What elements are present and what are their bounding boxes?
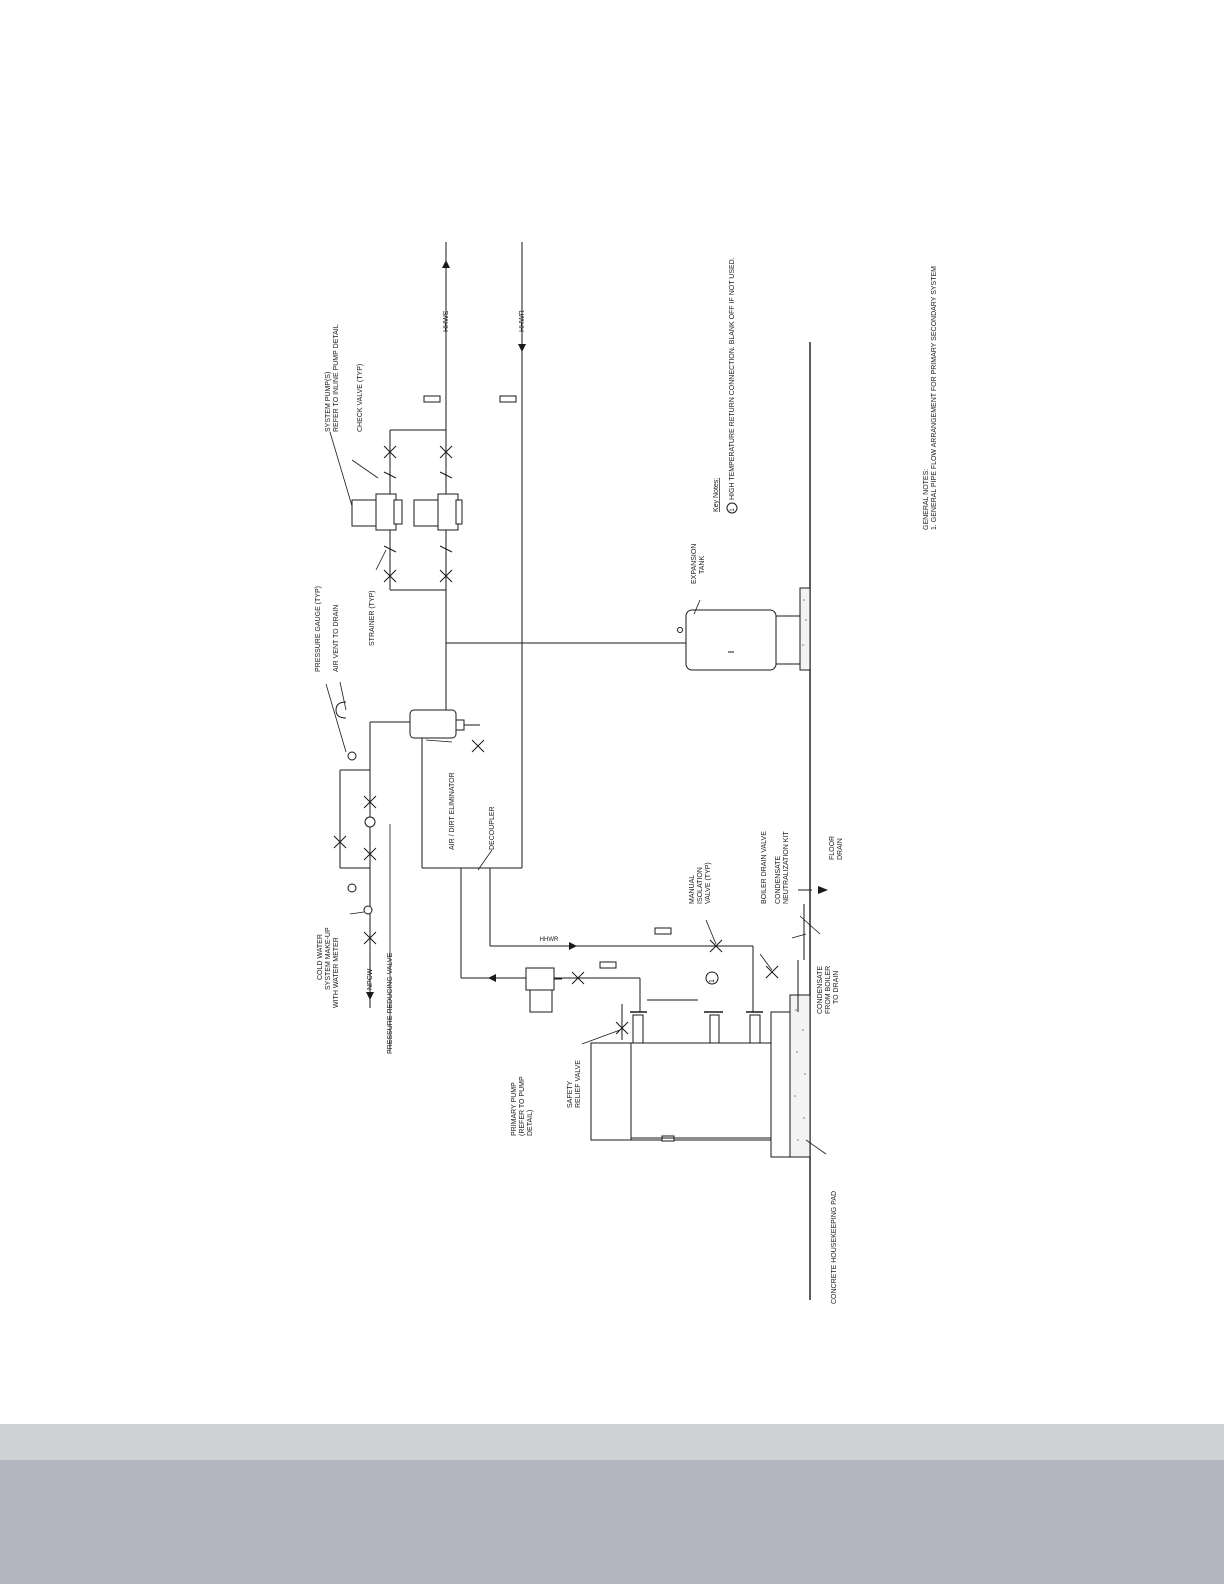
system-pump-1 <box>351 493 403 531</box>
leader-lines <box>325 431 827 1155</box>
primary-pump <box>525 967 585 1013</box>
concrete-housekeeping-pad <box>789 994 811 1158</box>
hhwr-top-label: HHWR <box>519 310 526 332</box>
floor-drain-label-1: FLOOR <box>829 836 836 860</box>
manual-iso-label-1: MANUAL <box>689 875 696 904</box>
cond-boiler-label-2: FROM BOILER <box>825 966 832 1014</box>
cond-kit-label-1: CONDENSATE <box>775 856 782 904</box>
prv-label: PRESSURE REDUCING VALVE <box>387 952 394 1054</box>
general-notes: GENERAL NOTES: 1. GENERAL PIPE FLOW ARRA… <box>923 266 938 530</box>
expansion-tank-pad <box>799 587 811 671</box>
manual-isolation-valve <box>709 939 723 953</box>
safety-relief-label-2: RELIEF VALVE <box>575 1060 582 1108</box>
key-ref-marker <box>705 971 719 985</box>
floor-drain-arrow <box>818 886 828 894</box>
air-vent-icon <box>335 701 347 719</box>
pressure-gauge-icon-2 <box>347 883 357 893</box>
general-notes-title: GENERAL NOTES: <box>923 469 930 530</box>
check-valve-label: CHECK VALVE (TYP) <box>357 364 364 432</box>
safety-relief-valve <box>615 1021 629 1035</box>
boiler-nozzles <box>630 1011 763 1044</box>
hhws-arrow <box>442 260 450 268</box>
cond-kit-label-2: NEUTRALIZATION KIT <box>783 831 790 904</box>
hhws-label: HHWS <box>443 310 450 332</box>
cold-water-label-2: SYSTEM MAKE-UP <box>325 927 332 990</box>
manual-iso-label-3: VALVE (TYP) <box>705 862 712 904</box>
floor-drain-label-2: DRAIN <box>837 838 844 860</box>
decoupler-label: DECOUPLER <box>489 806 496 850</box>
system-pump-valves <box>383 445 453 583</box>
air-vent-label: AIR VENT TO DRAIN <box>333 605 340 672</box>
concrete-pad-label: CONCRETE HOUSEKEEPING PAD <box>831 1191 838 1304</box>
primary-supply-arrow <box>488 974 496 982</box>
expansion-tank <box>677 609 801 671</box>
expansion-tank-label-2: TANK <box>699 556 706 574</box>
cond-boiler-label-1: CONDENSATE <box>817 966 824 1014</box>
boiler-drain-valve <box>765 965 779 979</box>
primary-pump-label-3: DETAIL) <box>527 1110 534 1136</box>
system-pumps-label-1: SYSTEM PUMP(S) <box>325 372 332 432</box>
system-pumps-label-2: REFER TO INLINE PUMP DETAIL <box>333 324 340 432</box>
thermometer-icon-2 <box>499 395 517 403</box>
air-dirt-label: AIR / DIRT ELIMINATOR <box>449 772 456 850</box>
primary-pump-label-2: (REFER TO PUMP <box>519 1076 526 1136</box>
strainer-label: STRAINER (TYP) <box>369 590 376 646</box>
thermometer-icon-3 <box>654 927 672 935</box>
npcw-label: NPCW <box>367 968 374 990</box>
footer-band-light <box>0 1424 1224 1460</box>
thermometer-icon <box>423 395 441 403</box>
hhwr-bottom-label: HHWR <box>540 937 559 943</box>
system-pump-2 <box>413 493 463 531</box>
pressure-gauge-label: PRESSURE GAUGE (TYP) <box>315 586 322 672</box>
makeup-valves <box>333 795 377 945</box>
water-meter-icon <box>363 905 373 915</box>
footer-band-dark <box>0 1460 1224 1584</box>
hhwr-lower-arrow <box>569 942 577 950</box>
npcw-arrow <box>366 992 374 1000</box>
manual-iso-label-2: ISOLATION <box>697 867 704 904</box>
key-note-marker <box>726 502 738 514</box>
cold-water-label-1: COLD WATER <box>317 934 324 980</box>
key-notes-title: Key Notes: <box>713 478 720 512</box>
thermometer-icon-4 <box>599 961 617 969</box>
boiler-drain-label: BOILER DRAIN VALVE <box>761 831 768 904</box>
cold-water-label-3: WITH WATER METER <box>333 937 340 1008</box>
key-note-1: HIGH TEMPERATURE RETURN CONNECTION. BLAN… <box>729 257 736 500</box>
cond-boiler-label-3: TO DRAIN <box>833 971 840 1004</box>
boiler <box>590 1011 791 1158</box>
pressure-gauge-icon <box>347 751 357 761</box>
expansion-tank-label-1: EXPANSION <box>691 544 698 584</box>
general-note-1: 1. GENERAL PIPE FLOW ARRANGEMENT FOR PRI… <box>931 266 938 530</box>
pad-speckles <box>794 599 807 1141</box>
hhwr-arrow <box>518 344 526 352</box>
key-ref-text: 1 <box>709 979 716 983</box>
key-note-marker-text: 1 <box>730 508 736 512</box>
safety-relief-label-1: SAFETY <box>567 1080 574 1108</box>
air-dirt-eliminator <box>409 709 485 753</box>
primary-pump-label-1: PRIMARY PUMP <box>511 1082 518 1136</box>
key-notes: Key Notes: 1 HIGH TEMPERATURE RETURN CON… <box>713 257 738 514</box>
